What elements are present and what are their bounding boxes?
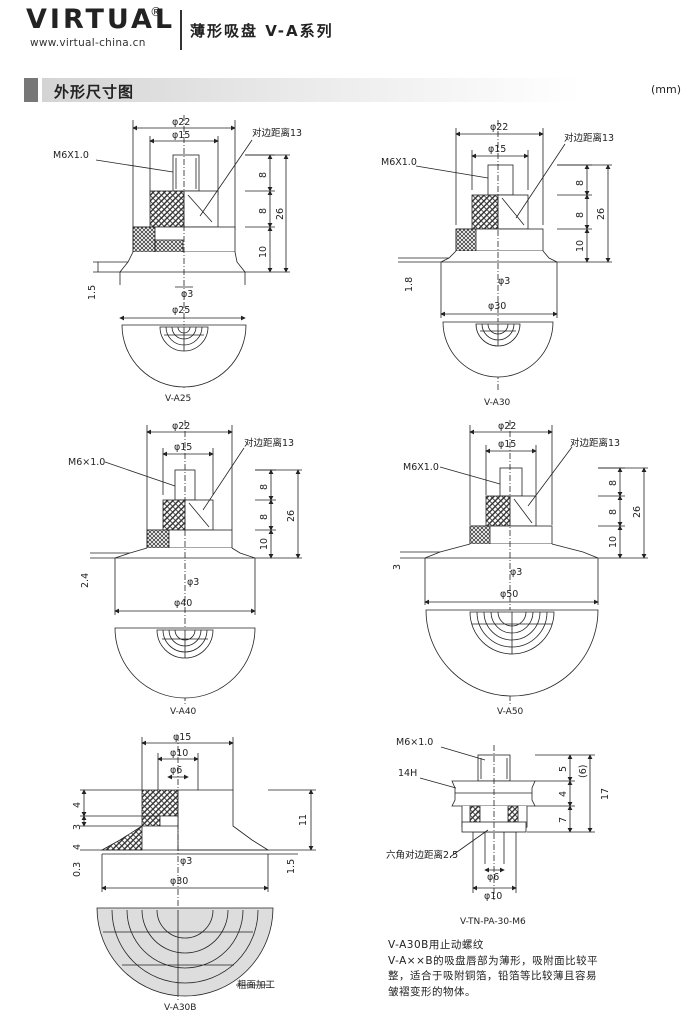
page-header: VIRTUAL ® www.virtual-china.cn 薄形吸盘 V-A系…	[0, 0, 700, 62]
v-a40-d-outer: φ22	[172, 421, 190, 432]
v-tn-thread: M6×1.0	[396, 737, 433, 748]
v-a50-hole: φ3	[510, 567, 522, 578]
v-a40-flats: 对边距离13	[244, 437, 294, 449]
v-a30b-v3: 4	[72, 844, 83, 850]
v-a30b-hole: φ3	[180, 856, 192, 867]
drawing-v-tn	[419, 745, 595, 900]
v-a30-h2: 8	[575, 212, 586, 218]
v-a30-h3: 10	[575, 240, 586, 252]
v-a30-h-total: 26	[596, 208, 607, 220]
v-a30-label: V-A30	[484, 398, 511, 408]
registered-mark: ®	[150, 5, 162, 19]
v-tn-d-small: φ6	[487, 872, 499, 883]
v-a50-d-inner: φ15	[498, 439, 516, 450]
v-a25-h1: 8	[258, 172, 269, 178]
v-a40-h-total: 26	[286, 510, 297, 522]
v-a40-h2: 8	[259, 514, 270, 520]
section-band	[42, 78, 677, 102]
v-a50-label: V-A50	[497, 707, 524, 717]
v-a30b-v1: 4	[72, 802, 83, 808]
v-a50-flats: 对边距离13	[570, 437, 620, 449]
note-line-4: 皱褶变形的物体。	[388, 985, 476, 998]
v-a30b-label: V-A30B	[164, 1003, 196, 1013]
v-a30-hole: φ3	[498, 276, 510, 287]
v-a25-d-outer: φ22	[172, 117, 190, 128]
v-a25-flats: 对边距离13	[252, 127, 302, 139]
v-a50-h2: 8	[608, 509, 619, 515]
v-a50-h1: 8	[608, 480, 619, 486]
v-a25-d-inner: φ15	[172, 130, 190, 141]
note-line-2: V-A××B的吸盘唇部为薄形，吸附面比较平	[388, 954, 599, 967]
v-a25-hole: φ3	[181, 289, 193, 300]
v-tn-v2: 4	[558, 791, 569, 797]
v-a25-label: V-A25	[165, 394, 191, 404]
v-a50-h-total: 26	[632, 506, 643, 518]
v-a30-d-outer: φ22	[490, 122, 508, 133]
v-a30b-d-small: φ6	[170, 765, 182, 776]
unit-label: (mm)	[651, 83, 682, 96]
drawing-v-a30b	[80, 735, 316, 1000]
v-a50-pad: φ50	[500, 589, 518, 600]
v-a30-d-inner: φ15	[488, 144, 506, 155]
v-a30b-surface: 粗面加工	[237, 979, 276, 991]
brand-url: www.virtual-china.cn	[30, 37, 146, 49]
v-a40-hole: φ3	[187, 577, 199, 588]
v-a25-h-total: 26	[275, 208, 286, 220]
v-tn-d-large: φ10	[484, 891, 502, 902]
v-a30-flats: 对边距离13	[564, 132, 614, 144]
section-marker	[24, 78, 38, 102]
v-a30b-d-mid: φ10	[170, 748, 188, 759]
note-line-3: 整，适合于吸附铜箔，铅箔等比较薄且容易	[388, 970, 597, 982]
v-a30b-d-top: φ15	[173, 732, 191, 743]
v-a25-lip: 1.5	[87, 285, 98, 300]
v-a40-lip: 2.4	[80, 573, 91, 588]
v-a30b-lip-right: 1.5	[286, 859, 297, 874]
section-title: 外形尺寸图	[54, 83, 135, 101]
v-a25-thread: M6X1.0	[53, 150, 89, 161]
v-tn-v1: 5	[558, 766, 569, 772]
v-a40-label: V-A40	[170, 707, 197, 717]
v-a50-h3: 10	[608, 536, 619, 548]
v-a30-lip: 1.8	[404, 277, 415, 292]
v-a30-thread: M6X1.0	[381, 157, 417, 168]
v-tn-v3: 7	[558, 817, 569, 823]
v-a40-d-inner: φ15	[174, 442, 192, 453]
v-a50-lip: 3	[392, 564, 403, 570]
v-a30-pad: φ30	[488, 301, 506, 312]
v-a40-thread: M6×1.0	[68, 457, 105, 468]
v-tn-hex: 14H	[398, 768, 417, 779]
v-a40-pad: φ40	[174, 598, 192, 609]
v-a30-h1: 8	[575, 180, 586, 186]
v-a30b-pad: φ30	[170, 876, 188, 887]
v-tn-hex-socket: 六角对边距离2.5	[386, 849, 458, 861]
v-tn-v1-ref: (6)	[578, 765, 589, 778]
header-divider	[180, 10, 182, 50]
v-a25-pad: φ25	[172, 305, 190, 316]
v-tn-label: V-TN-PA-30-M6	[460, 917, 526, 927]
drawing-v-a30	[398, 120, 612, 390]
v-a30b-lip-left: 0.3	[72, 862, 83, 877]
page-title: 薄形吸盘 V-A系列	[190, 22, 334, 40]
v-a25-h3: 10	[258, 246, 269, 258]
section-bar: 外形尺寸图	[24, 76, 677, 106]
v-a50-thread: M6X1.0	[403, 462, 439, 473]
v-a50-d-outer: φ22	[498, 421, 516, 432]
v-a30b-v-total: 11	[298, 814, 309, 826]
v-tn-v-total: 17	[600, 788, 611, 800]
drawing-v-a50	[400, 420, 648, 705]
drawing-v-a40	[90, 420, 302, 705]
product-note: V-A30B用止动螺纹 V-A××B的吸盘唇部为薄形，吸附面比较平 整，适合于吸…	[388, 938, 688, 1000]
v-a40-h1: 8	[259, 484, 270, 490]
drawing-v-a25	[93, 115, 290, 390]
brand-logo: VIRTUAL	[26, 4, 176, 35]
v-a40-h3: 10	[259, 538, 270, 550]
v-a30b-v2: 3	[72, 824, 83, 830]
v-a25-h2: 8	[258, 208, 269, 214]
note-line-1: V-A30B用止动螺纹	[388, 939, 484, 951]
